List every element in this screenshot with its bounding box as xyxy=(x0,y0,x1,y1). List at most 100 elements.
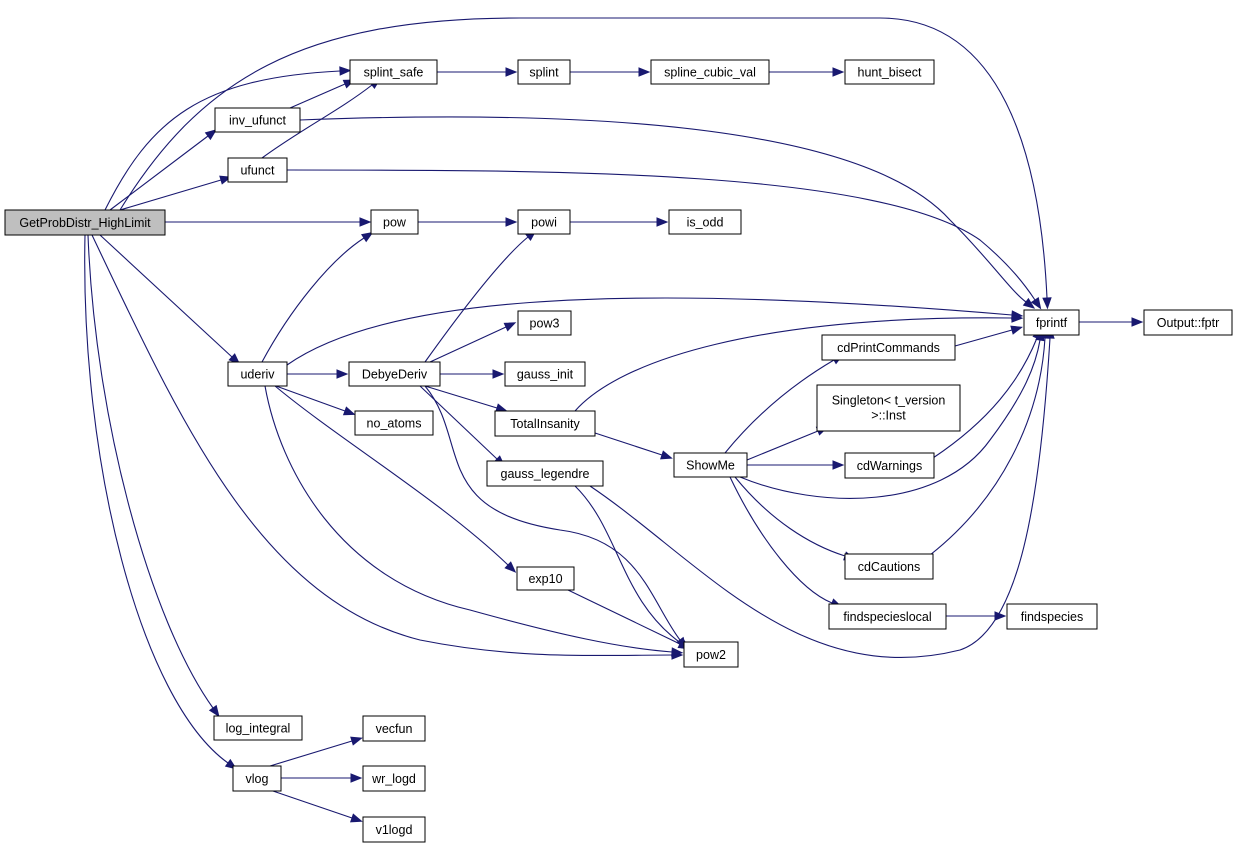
node-hunt_bisect[interactable]: hunt_bisect xyxy=(844,59,935,85)
node-label: TotalInsanity xyxy=(510,417,580,431)
node-uderiv[interactable]: uderiv xyxy=(227,361,288,387)
edge-arrowhead xyxy=(1010,325,1023,335)
edge-arrowhead xyxy=(656,217,669,227)
node-box xyxy=(504,361,586,387)
node-log_integral[interactable]: log_integral xyxy=(213,715,303,741)
node-vecfun[interactable]: vecfun xyxy=(362,715,426,742)
edge-TotalInsanity-to-fprintf xyxy=(574,313,1024,412)
node-TotalInsanity[interactable]: TotalInsanity xyxy=(494,410,596,437)
node-exp10[interactable]: exp10 xyxy=(516,566,575,591)
node-box xyxy=(517,209,571,235)
node-cdCautions[interactable]: cdCautions xyxy=(844,553,934,580)
edge-ShowMe-to-cdCautions xyxy=(734,476,856,561)
edge-line xyxy=(932,337,1038,459)
edge-vlog-to-wr_logd xyxy=(281,773,363,783)
edge-ufunct-to-fprintf xyxy=(286,169,1042,310)
edge-arrowhead xyxy=(204,129,218,141)
edge-uderiv-to-exp10 xyxy=(274,385,517,573)
node-v1logd[interactable]: v1logd xyxy=(362,816,426,843)
edge-line xyxy=(104,70,341,211)
edge-line xyxy=(729,476,833,604)
edge-line xyxy=(261,84,373,159)
node-pow[interactable]: pow xyxy=(370,209,419,235)
edge-GetProbDistr_HighLimit-to-log_integral xyxy=(87,234,220,718)
edge-arrowhead xyxy=(1022,297,1036,309)
node-cdWarnings[interactable]: cdWarnings xyxy=(844,452,935,479)
edge-pow-to-powi xyxy=(418,217,518,227)
edge-arrowhead xyxy=(671,647,684,657)
edge-spline_cubic_val-to-hunt_bisect xyxy=(769,67,845,77)
node-label: findspecieslocal xyxy=(843,610,931,624)
edge-fprintf-to-Output_fptr xyxy=(1079,317,1144,327)
edge-arrowhead xyxy=(503,322,517,332)
edge-findspecieslocal-to-findspecies xyxy=(946,611,1007,621)
edge-line xyxy=(589,337,1051,659)
edges-layer xyxy=(84,17,1144,823)
edge-line xyxy=(99,234,233,358)
node-label: gauss_init xyxy=(517,368,574,382)
node-powi[interactable]: powi xyxy=(517,209,571,235)
node-Singleton_Inst[interactable]: Singleton< t_version>::Inst xyxy=(816,384,961,432)
edge-line xyxy=(286,297,1013,366)
edge-ShowMe-to-cdWarnings xyxy=(747,460,845,470)
edge-vlog-to-v1logd xyxy=(269,789,363,823)
edge-arrowhead xyxy=(342,406,356,416)
node-label: log_integral xyxy=(226,722,291,736)
node-spline_cubic_val[interactable]: spline_cubic_val xyxy=(650,59,770,85)
node-label: is_odd xyxy=(687,216,724,230)
node-ufunct[interactable]: ufunct xyxy=(227,157,288,183)
edge-line xyxy=(739,339,1041,499)
node-pow3[interactable]: pow3 xyxy=(517,310,572,336)
edge-splint_safe-to-splint xyxy=(437,67,518,77)
node-label: Singleton< t_version>::Inst xyxy=(832,394,946,423)
node-splint_safe[interactable]: splint_safe xyxy=(349,59,438,85)
edge-powi-to-is_odd xyxy=(570,217,669,227)
node-wr_logd[interactable]: wr_logd xyxy=(362,765,426,792)
node-label: pow2 xyxy=(696,648,726,662)
node-gauss_init[interactable]: gauss_init xyxy=(504,361,586,387)
node-gauss_legendre[interactable]: gauss_legendre xyxy=(486,460,604,487)
edge-vlog-to-vecfun xyxy=(269,736,363,767)
node-box xyxy=(517,310,572,336)
node-GetProbDistr_HighLimit[interactable]: GetProbDistr_HighLimit xyxy=(4,209,166,236)
edge-arrowhead xyxy=(1131,317,1144,327)
node-vlog[interactable]: vlog xyxy=(232,765,282,792)
edge-line xyxy=(567,589,681,645)
edge-line xyxy=(724,359,835,454)
node-ShowMe[interactable]: ShowMe xyxy=(673,452,748,478)
edge-arrowhead xyxy=(361,231,374,243)
node-pow2[interactable]: pow2 xyxy=(683,641,739,668)
node-label: no_atoms xyxy=(367,417,422,431)
node-box xyxy=(650,59,770,85)
node-box xyxy=(362,816,426,843)
node-label: cdCautions xyxy=(858,560,921,574)
edge-arrowhead xyxy=(350,736,363,746)
node-findspecieslocal[interactable]: findspecieslocal xyxy=(828,603,947,630)
edge-line xyxy=(429,326,507,363)
node-box xyxy=(214,107,301,133)
node-Output_fptr[interactable]: Output::fptr xyxy=(1143,309,1233,336)
edge-line xyxy=(929,337,1046,556)
node-DebyeDeriv[interactable]: DebyeDeriv xyxy=(348,361,441,387)
node-box xyxy=(232,765,282,792)
edge-line xyxy=(269,789,353,819)
node-label: gauss_legendre xyxy=(501,467,590,481)
edge-line xyxy=(84,234,229,764)
node-findspecies[interactable]: findspecies xyxy=(1006,603,1098,630)
node-label: cdPrintCommands xyxy=(837,341,940,355)
edge-gauss_legendre-to-fprintf xyxy=(589,326,1055,659)
node-splint[interactable]: splint xyxy=(517,59,571,85)
node-box xyxy=(1023,309,1080,336)
node-is_odd[interactable]: is_odd xyxy=(668,209,742,235)
node-inv_ufunct[interactable]: inv_ufunct xyxy=(214,107,301,133)
node-box xyxy=(486,460,604,487)
node-box xyxy=(844,452,935,479)
node-no_atoms[interactable]: no_atoms xyxy=(354,410,434,436)
node-cdPrintCommands[interactable]: cdPrintCommands xyxy=(821,334,956,361)
edge-DebyeDeriv-to-pow3 xyxy=(429,322,517,363)
node-fprintf[interactable]: fprintf xyxy=(1023,309,1080,336)
edge-line xyxy=(424,385,498,409)
edge-GetProbDistr_HighLimit-to-inv_ufunct xyxy=(109,129,218,211)
edge-GetProbDistr_HighLimit-to-pow xyxy=(165,217,372,227)
